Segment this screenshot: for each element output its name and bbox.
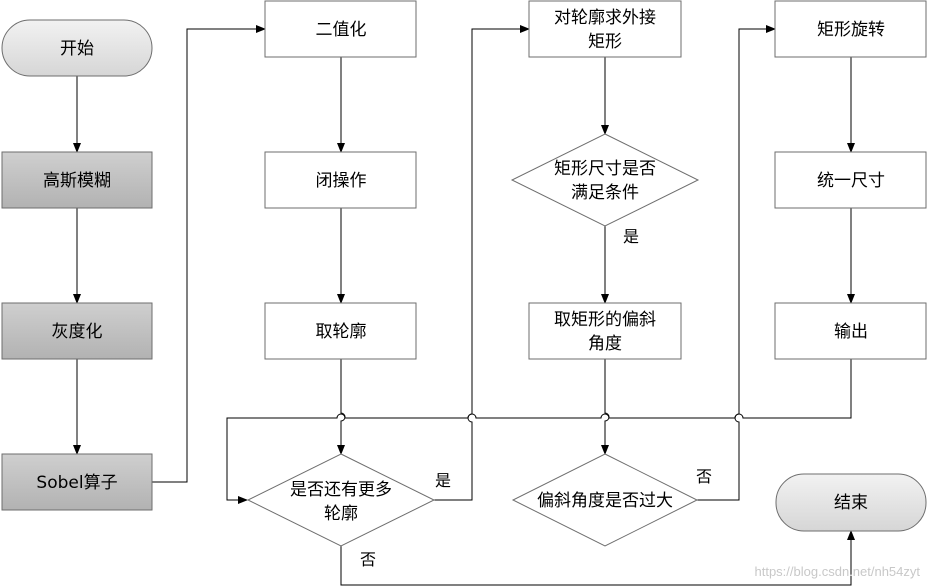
edge-label-angle-no: 否 <box>696 467 712 486</box>
start-node: 开始 <box>1 19 153 77</box>
watermark: https://blog.csdn.net/nh54zyt <box>755 564 921 579</box>
size-ok-decision: 矩形尺寸是否 满足条件 <box>510 133 700 227</box>
size-ok-label-line2: 满足条件 <box>571 183 639 203</box>
arrow-sobel-to-binarize <box>152 25 266 483</box>
edge-label-size-yes: 是 <box>623 227 639 246</box>
start-label: 开始 <box>60 39 94 59</box>
gray-node: 灰度化 <box>1 302 153 360</box>
rotate-label: 矩形旋转 <box>817 20 885 40</box>
skew-angle-label-line1: 取矩形的偏斜 <box>554 310 656 330</box>
bounding-rect-label-line2: 矩形 <box>588 32 622 52</box>
end-label: 结束 <box>834 493 868 513</box>
close-node: 闭操作 <box>264 151 417 209</box>
more-contours-decision: 是否还有更多 轮廓 <box>246 453 436 547</box>
arrow-output-loop-back <box>226 359 852 504</box>
angle-large-label: 偏斜角度是否过大 <box>537 491 673 511</box>
bounding-rect-node: 对轮廓求外接 矩形 <box>528 0 682 58</box>
skew-angle-label-line2: 角度 <box>588 334 622 354</box>
output-label: 输出 <box>834 322 868 342</box>
more-contours-label-line2: 轮廓 <box>324 504 358 524</box>
end-node: 结束 <box>775 473 927 532</box>
arrow-skew-to-angle <box>601 359 610 455</box>
sobel-label: Sobel算子 <box>36 473 117 493</box>
edge-label-more-no: 否 <box>360 550 376 569</box>
sobel-node: Sobel算子 <box>1 453 153 511</box>
connectors <box>73 25 855 586</box>
unify-size-label: 统一尺寸 <box>817 171 885 191</box>
more-contours-label-line1: 是否还有更多 <box>290 480 392 500</box>
binarize-node: 二值化 <box>264 0 417 58</box>
blur-node: 高斯模糊 <box>1 151 153 209</box>
contour-label: 取轮廓 <box>316 322 367 342</box>
contour-node: 取轮廓 <box>264 302 417 360</box>
arrow-more-yes <box>434 25 530 501</box>
skew-angle-node: 取矩形的偏斜 角度 <box>528 302 682 360</box>
blur-label: 高斯模糊 <box>43 171 111 191</box>
size-ok-label-line1: 矩形尺寸是否 <box>554 159 656 179</box>
angle-large-decision: 偏斜角度是否过大 <box>511 453 699 547</box>
arrow-contour-to-decision <box>337 359 346 455</box>
edge-label-more-yes: 是 <box>435 471 451 490</box>
close-label: 闭操作 <box>316 171 367 191</box>
gray-label: 灰度化 <box>52 322 103 342</box>
binarize-label: 二值化 <box>316 20 367 40</box>
unify-size-node: 统一尺寸 <box>774 151 927 209</box>
bounding-rect-label-line1: 对轮廓求外接 <box>554 8 656 28</box>
output-node: 输出 <box>774 302 927 360</box>
rotate-node: 矩形旋转 <box>774 0 927 58</box>
arrow-angle-no <box>697 25 776 501</box>
arrow-more-no <box>340 530 855 586</box>
